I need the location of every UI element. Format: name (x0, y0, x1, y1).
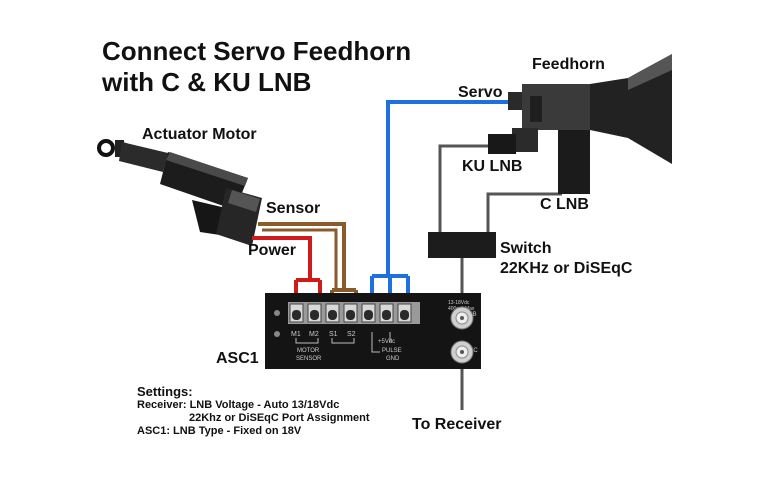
lnb-connector (450, 306, 474, 330)
ku-coax (438, 144, 488, 234)
terminal-m1: M1 (291, 331, 301, 338)
c-lnb-label: C LNB (540, 196, 589, 213)
five-volt-label: +5Vdc (378, 339, 395, 345)
terminal-s1: S1 (329, 331, 338, 338)
asc1-board: M1 M2 S1 S2 MOTOR SENSOR +5Vdc PULSE GND… (265, 293, 481, 369)
lnb-spec-1: 13-18Vdc (448, 300, 470, 306)
switch-label: Switch (500, 240, 552, 257)
switch-type-label: 22KHz or DiSEqC (500, 260, 633, 277)
settings-block: Settings: Receiver: LNB Voltage - Auto 1… (137, 384, 370, 438)
sensor-label-text: Sensor (266, 200, 321, 217)
gnd-label: GND (386, 356, 400, 362)
power-label: Power (248, 242, 297, 259)
sensor-label: SENSOR (296, 356, 322, 362)
sensor-wire (258, 222, 346, 292)
servo-label: Servo (458, 84, 503, 101)
settings-heading: Settings: (137, 384, 193, 399)
switch-box (428, 232, 496, 258)
feedhorn (488, 54, 672, 194)
sensor-wire-2 (262, 228, 338, 292)
settings-line-3: ASC1: LNB Type - Fixed on 18V (137, 425, 302, 437)
settings-line-1: Receiver: LNB Voltage - Auto 13/18Vdc (137, 399, 340, 411)
terminal-s2: S2 (347, 331, 356, 338)
ku-lnb-label: KU LNB (462, 158, 523, 175)
actuator-motor (97, 139, 262, 246)
motor-label: MOTOR (297, 348, 320, 354)
title-line-2: with C & KU LNB (102, 67, 312, 97)
actuator-motor-label: Actuator Motor (142, 126, 257, 143)
rec-connector (450, 340, 474, 364)
asc1-label: ASC1 (216, 350, 259, 367)
to-receiver-label: To Receiver (412, 416, 502, 433)
settings-line-2: 22Khz or DiSEqC Port Assignment (189, 412, 370, 424)
pulse-label: PULSE (382, 348, 402, 354)
feedhorn-label: Feedhorn (532, 56, 605, 73)
c-coax (486, 192, 562, 234)
title-line-1: Connect Servo Feedhorn (102, 36, 412, 66)
diagram-title: Connect Servo Feedhorn with C & KU LNB (102, 36, 411, 98)
power-wire (252, 236, 312, 280)
terminal-m2: M2 (309, 331, 319, 338)
servo-wire (386, 100, 510, 276)
